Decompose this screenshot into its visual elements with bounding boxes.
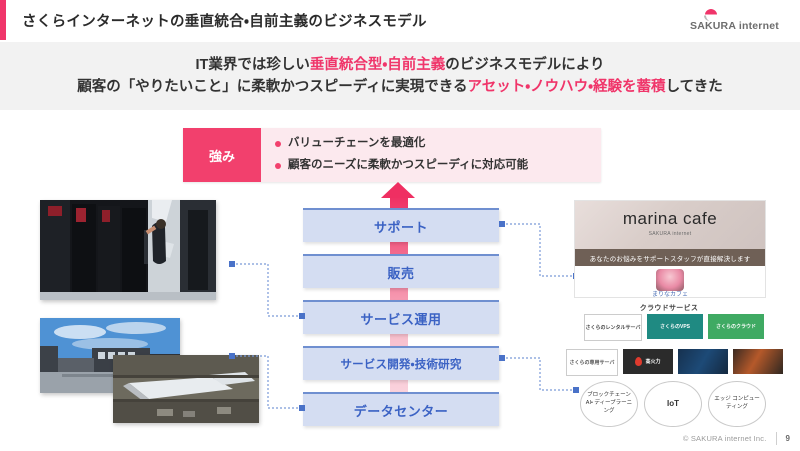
marina-cafe-logo: marina cafe bbox=[575, 209, 765, 229]
marina-cafe-sublogo: SAKURA internet bbox=[648, 231, 692, 237]
subtitle-line-1: IT業界では珍しい垂直統合型・自前主義のビジネスモデルにより bbox=[195, 54, 604, 76]
tech-oval-iot: IoT bbox=[644, 381, 702, 427]
bullet-dot-icon bbox=[275, 162, 281, 169]
subtitle-band: IT業界では珍しい垂直統合型・自前主義のビジネスモデルにより 顧客の「やりたいこ… bbox=[0, 42, 800, 110]
marina-cafe-caption[interactable]: まりなカフェ bbox=[651, 292, 688, 298]
subtitle-1-pre: IT業界では珍しい bbox=[195, 56, 310, 73]
tech-oval-edge-computing: エッジ コンピュー ティング bbox=[708, 381, 766, 427]
service-tile-image-network[interactable] bbox=[678, 349, 728, 374]
layer-box-sales[interactable]: 販売 bbox=[303, 254, 499, 288]
cherry-blossom-icon bbox=[704, 9, 717, 21]
slide-footer: © SAKURA internet Inc. 9 bbox=[683, 432, 790, 445]
cloud-services-heading: クラウドサービス bbox=[639, 305, 699, 312]
copyright-text: © SAKURA internet Inc. bbox=[682, 434, 767, 443]
strength-body: バリューチェーンを最適化 顧客のニーズに柔軟かつスピーディに対応可能 bbox=[261, 128, 601, 182]
strength-bullet-text: 顧客のニーズに柔軟かつスピーディに対応可能 bbox=[288, 159, 529, 171]
strength-bullet: 顧客のニーズに柔軟かつスピーディに対応可能 bbox=[275, 155, 601, 177]
service-tile-koukaryoku-label: 高火力 bbox=[645, 359, 661, 365]
subtitle-2-pre: 顧客の「やりたいこと」に柔軟かつスピーディに実現できる bbox=[77, 79, 468, 95]
strength-callout: 強み バリューチェーンを最適化 顧客のニーズに柔軟かつスピーディに対応可能 bbox=[183, 128, 601, 182]
marina-cafe-avatar bbox=[656, 269, 684, 291]
layer-box-service-operation[interactable]: サービス運用 bbox=[303, 300, 499, 334]
cloud-service-tiles-row-1: さくらのレンタルサーバ さくらのVPS さくらのクラウド bbox=[584, 314, 764, 341]
page-number: 9 bbox=[785, 434, 790, 443]
subtitle-2-post: してきた bbox=[665, 79, 723, 95]
marina-cafe-photo-bg bbox=[575, 201, 765, 249]
layer-box-support[interactable]: サポート bbox=[303, 208, 499, 242]
marina-cafe-banner[interactable]: marina cafe SAKURA internet あなたのお悩みをサポート… bbox=[574, 200, 766, 298]
logo-text: SAKURA internet bbox=[690, 20, 779, 32]
subtitle-1-highlight: 垂直統合型・自前主義 bbox=[309, 56, 446, 73]
photo-datacenter-aisle bbox=[40, 200, 216, 300]
layer-box-service-development[interactable]: サービス開発・技術研究 bbox=[303, 346, 499, 380]
service-tile-vps[interactable]: さくらのVPS bbox=[647, 314, 703, 339]
service-tile-koukaryoku[interactable]: 高火力 bbox=[623, 349, 673, 374]
header-accent-bar bbox=[0, 0, 6, 40]
service-tile-image-hardware[interactable] bbox=[733, 349, 783, 374]
strength-bullet-text: バリューチェーンを最適化 bbox=[288, 137, 426, 150]
photo-facility-aerial bbox=[113, 355, 259, 423]
service-tile-dedicated-server[interactable]: さくらの専用サーバ bbox=[566, 349, 618, 376]
layer-box-datacenter[interactable]: データセンター bbox=[303, 392, 499, 426]
subtitle-2-highlight: アセット・ノウハウ・経験を蓄積 bbox=[467, 79, 666, 95]
marina-cafe-logo-text: marina cafe bbox=[622, 209, 718, 228]
subtitle-1-post: のビジネスモデルにより bbox=[445, 56, 605, 73]
strength-bullet: バリューチェーンを最適化 bbox=[275, 133, 601, 155]
subtitle-line-2: 顧客の「やりたいこと」に柔軟かつスピーディに実現できるアセット・ノウハウ・経験を… bbox=[77, 76, 722, 98]
flame-icon bbox=[635, 357, 643, 366]
service-tile-rental-server[interactable]: さくらのレンタルサーバ bbox=[584, 314, 642, 341]
slide-header: さくらインターネットの垂直統合・自前主義のビジネスモデル SAKURA inte… bbox=[0, 0, 800, 42]
strength-label: 強み bbox=[183, 128, 261, 182]
marina-cafe-tagline: あなたのお悩みをサポートスタッフが直接解決します bbox=[575, 249, 765, 266]
sakura-logo: SAKURA internet bbox=[676, 8, 788, 36]
tech-oval-blockchain-ai: ブロックチェーン AI・ ディープラーニング bbox=[580, 381, 638, 427]
footer-divider bbox=[775, 432, 777, 445]
value-chain-arrow-head-icon bbox=[381, 182, 415, 198]
connector-left-group bbox=[229, 261, 305, 411]
technology-oval-group: ブロックチェーン AI・ ディープラーニング IoT エッジ コンピュー ティン… bbox=[580, 381, 766, 427]
cloud-service-tiles-row-2: さくらの専用サーバ 高火力 bbox=[566, 349, 783, 376]
page-title: さくらインターネットの垂直統合・自前主義のビジネスモデル bbox=[22, 14, 427, 30]
bullet-dot-icon bbox=[275, 141, 281, 148]
service-tile-cloud[interactable]: さくらのクラウド bbox=[708, 314, 764, 339]
